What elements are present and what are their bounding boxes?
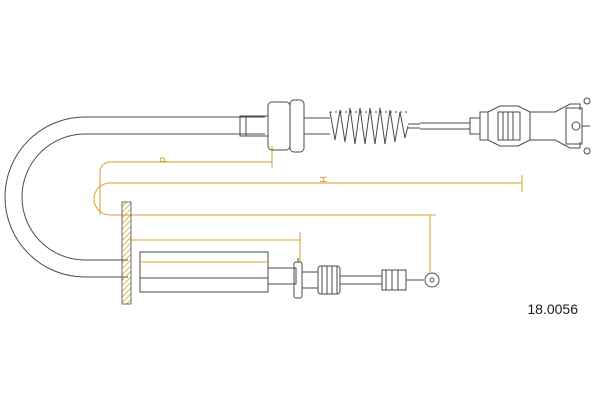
lower-tube [139, 251, 269, 293]
cable-sheath [4, 116, 265, 278]
mounting-bracket [121, 201, 132, 305]
upper-end-fitting [239, 97, 591, 155]
dimension-label-h: H [317, 176, 327, 183]
part-number: 18.0056 [527, 301, 578, 317]
dimension-lines [93, 146, 523, 272]
dimension-label-d: d [157, 157, 167, 163]
lower-end-fitting [267, 258, 440, 299]
